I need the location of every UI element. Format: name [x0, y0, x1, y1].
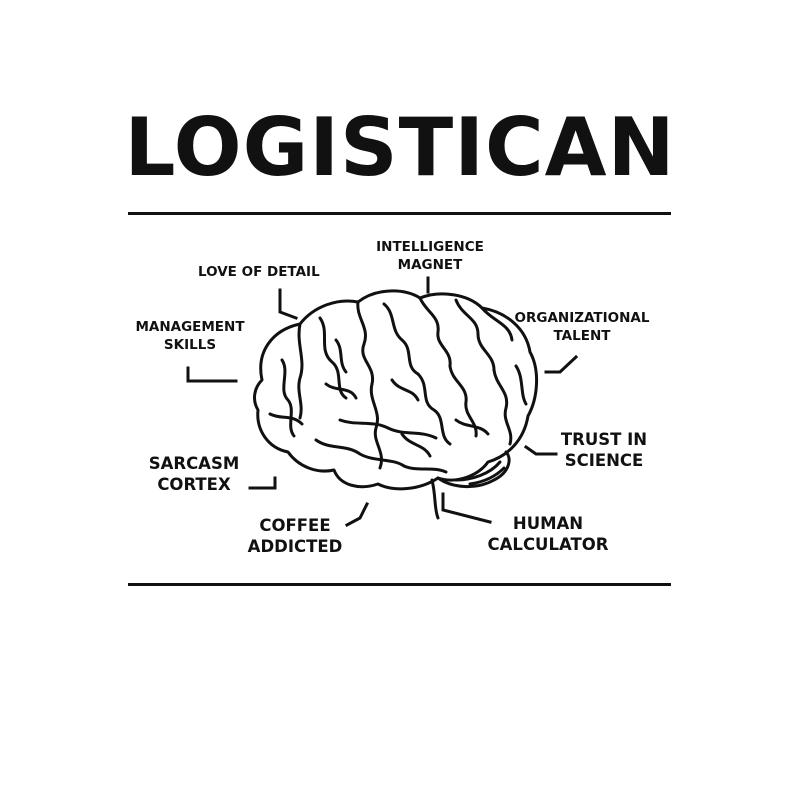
label-line: TRUST IN [560, 430, 648, 449]
label-line: ADDICTED [247, 537, 343, 557]
label-human-calculator: HUMAN CALCULATOR [484, 513, 612, 556]
label-line: TALENT [553, 327, 611, 344]
label-line: SARCASM [148, 454, 240, 473]
top-divider [128, 212, 671, 215]
label-line: MANAGEMENT [135, 319, 245, 335]
label-intelligence-magnet: INTELLIGENCE MAGNET [368, 239, 492, 274]
leader-trust-in-science [523, 444, 558, 456]
label-line: SCIENCE [564, 451, 644, 471]
label-line: HUMAN [512, 514, 584, 533]
leader-organizational-talent [544, 354, 579, 374]
leader-sarcasm-cortex [248, 476, 277, 490]
label-trust-in-science: TRUST IN SCIENCE [552, 429, 656, 472]
label-line: CORTEX [157, 475, 231, 495]
label-line: LOVE OF DETAIL [198, 264, 320, 280]
leader-love-of-detail [278, 288, 298, 320]
label-sarcasm-cortex: SARCASM CORTEX [142, 453, 246, 496]
label-line: COFFEE [259, 516, 331, 535]
label-organizational-talent: ORGANIZATIONAL TALENT [506, 310, 658, 345]
label-line: ORGANIZATIONAL [514, 310, 650, 326]
bottom-divider [128, 583, 671, 586]
label-line: SKILLS [163, 336, 217, 353]
page-title: LOGISTICAN [124, 101, 676, 194]
label-line: INTELLIGENCE [376, 239, 484, 255]
leader-human-calculator [441, 492, 492, 524]
label-love-of-detail: LOVE OF DETAIL [198, 264, 320, 282]
label-coffee-addicted: COFFEE ADDICTED [240, 515, 350, 558]
label-line: CALCULATOR [487, 535, 609, 555]
label-management-skills: MANAGEMENT SKILLS [128, 319, 252, 354]
brain-icon [253, 289, 539, 520]
leader-coffee-addicted [344, 501, 370, 528]
label-line: MAGNET [397, 256, 463, 273]
leader-management-skills [186, 366, 238, 383]
